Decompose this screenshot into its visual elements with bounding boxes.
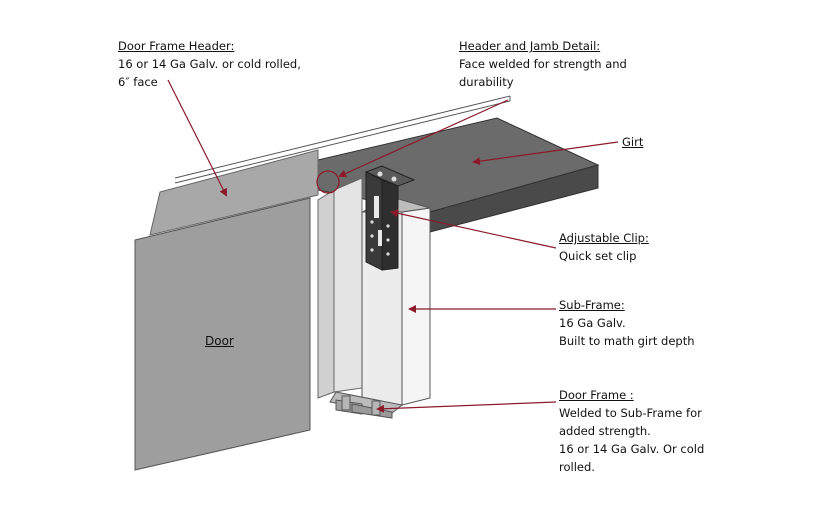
callout-girt: Girt (622, 133, 643, 151)
adjustable-clip (364, 165, 416, 271)
callout-line: Face welded for strength and (459, 57, 627, 71)
arrow-adjustable-clip (390, 209, 557, 249)
callout-line: Welded to Sub-Frame for (559, 406, 702, 420)
callout-line: rolled. (559, 460, 595, 474)
callout-line: added strength. (559, 424, 651, 438)
callout-title: Door Frame : (559, 388, 634, 402)
arrow-girt (472, 141, 619, 166)
callout-line: Quick set clip (559, 249, 637, 263)
door-panel (134, 197, 311, 471)
callout-line: Built to math girt depth (559, 334, 695, 348)
callout-line: durability (459, 75, 514, 89)
door-label: Door (205, 334, 234, 348)
callout-line: 16 Ga Galv. (559, 316, 626, 330)
callout-door-frame: Door Frame : Welded to Sub-Frame for add… (559, 386, 704, 476)
leader-arrows (167, 79, 619, 413)
header-lines (174, 95, 511, 184)
callout-sub-frame: Sub-Frame: 16 Ga Galv. Built to math gir… (559, 296, 695, 350)
callout-adjustable-clip: Adjustable Clip: Quick set clip (559, 229, 649, 265)
callout-line: 6″ face (118, 75, 158, 89)
arrow-header-jamb-detail (338, 99, 509, 178)
callout-title: Door Frame Header: (118, 39, 235, 53)
callout-title: Header and Jamb Detail: (459, 39, 601, 53)
callout-header-jamb-detail: Header and Jamb Detail: Face welded for … (459, 37, 627, 91)
callout-line: 16 or 14 Ga Galv. Or cold (559, 442, 705, 456)
callout-title: Sub-Frame: (559, 298, 625, 312)
callout-title: Adjustable Clip: (559, 231, 649, 245)
callout-door-frame-header: Door Frame Header: 16 or 14 Ga Galv. or … (118, 37, 301, 91)
callout-line: 16 or 14 Ga Galv. or cold rolled, (118, 57, 301, 71)
callout-title: Girt (622, 135, 644, 149)
arrow-door-frame-header (167, 79, 227, 197)
door-frame-header-plate (149, 149, 319, 236)
arrow-door-frame (376, 401, 557, 413)
header-jamb-detail-circle (316, 170, 340, 194)
